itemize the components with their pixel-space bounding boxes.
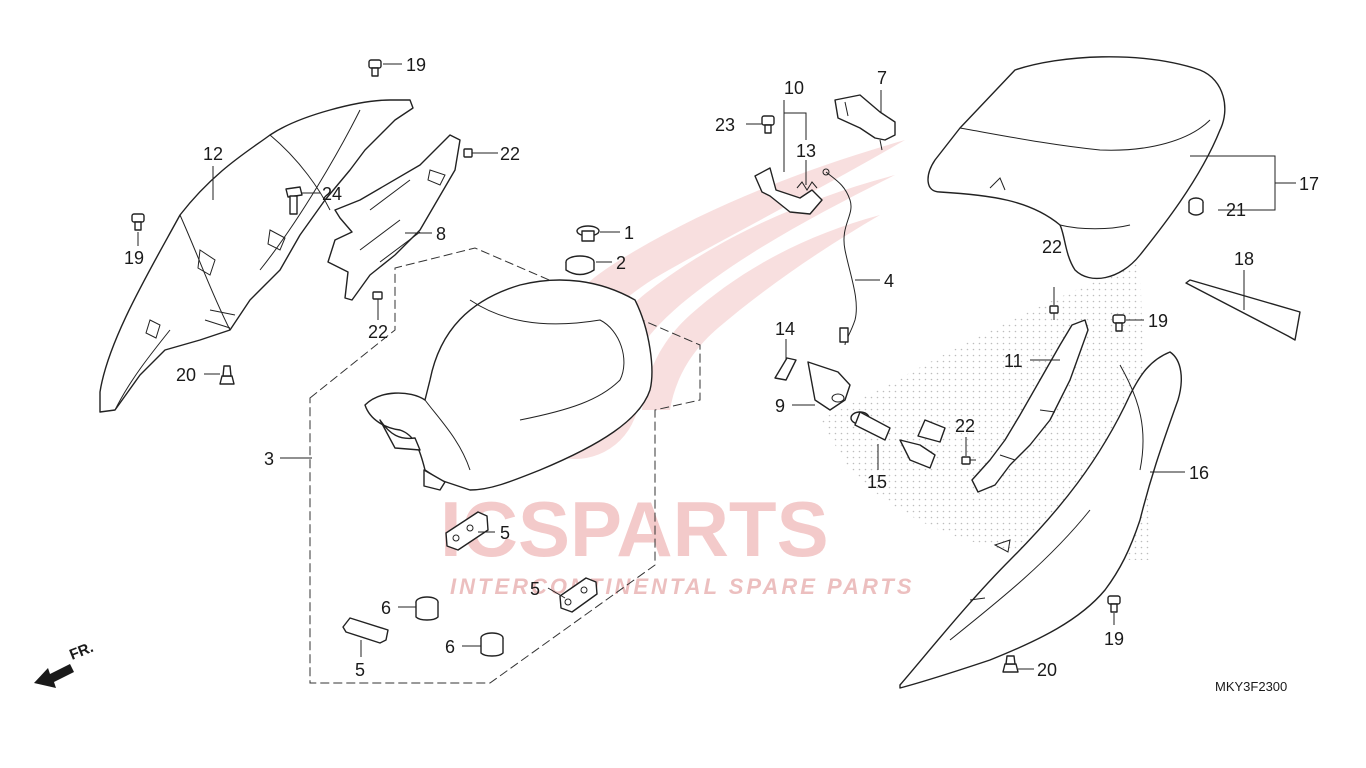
part-9-plate[interactable]	[807, 361, 851, 411]
callout-16: 16	[1189, 463, 1209, 483]
callout-4: 4	[884, 271, 894, 291]
callout-5: 5	[355, 660, 365, 680]
part-6-cushion-a[interactable]	[415, 596, 439, 621]
part-5-rubber-c[interactable]	[342, 617, 389, 644]
callout-6: 6	[381, 598, 391, 618]
callout-9: 9	[775, 396, 785, 416]
part-13-spring[interactable]	[796, 181, 818, 191]
callout-6: 6	[445, 637, 455, 657]
part-10-seat-lock-bracket[interactable]	[754, 167, 823, 215]
callout-7: 7	[877, 68, 887, 88]
callout-19: 19	[1148, 311, 1168, 331]
callout-10: 10	[784, 78, 804, 98]
callout-labels: 19 12 19 22 8 22 20 24 1 2 3 5 5 6 6 5 1…	[124, 55, 1319, 680]
callout-19: 19	[124, 248, 144, 268]
callout-19: 19	[406, 55, 426, 75]
callout-22: 22	[955, 416, 975, 436]
part-17-pillion-seat[interactable]	[927, 56, 1226, 280]
part-19-bolt-left[interactable]	[131, 213, 145, 231]
callout-8: 8	[436, 224, 446, 244]
part-24-bolt[interactable]	[285, 186, 303, 215]
part-21-cushion[interactable]	[1188, 197, 1204, 216]
callout-1: 1	[624, 223, 634, 243]
callout-19: 19	[1104, 629, 1124, 649]
callout-5: 5	[500, 523, 510, 543]
part-16-side-cover-right[interactable]	[899, 351, 1182, 689]
watermark-brand: ICSPARTS	[440, 485, 829, 573]
part-22-screw-right-top[interactable]	[1049, 305, 1059, 320]
part-20-clip-left[interactable]	[219, 365, 235, 385]
callout-22: 22	[1042, 237, 1062, 257]
front-arrow-label: FR.	[67, 639, 96, 664]
callout-11: 11	[1004, 351, 1023, 371]
part-19-bolt-right-bottom[interactable]	[1107, 595, 1121, 613]
part-22-screw-mid[interactable]	[372, 291, 383, 306]
callout-13: 13	[796, 141, 816, 161]
part-8-side-bracket[interactable]	[327, 134, 461, 301]
front-direction-arrow: FR.	[34, 639, 96, 688]
callout-15: 15	[867, 472, 887, 492]
part-3-rider-seat[interactable]	[364, 279, 653, 491]
part-5-rubber-a[interactable]	[445, 511, 489, 551]
part-18-stay-band[interactable]	[1185, 279, 1301, 341]
part-6-cushion-b[interactable]	[480, 632, 504, 657]
part-7-lock-latch[interactable]	[834, 94, 896, 151]
part-12-side-cover-left[interactable]	[99, 99, 414, 413]
callout-21: 21	[1226, 200, 1246, 220]
callout-23: 23	[715, 115, 735, 135]
part-14-clip[interactable]	[774, 357, 797, 381]
callout-3: 3	[264, 449, 274, 469]
part-20-clip-right[interactable]	[1002, 655, 1019, 673]
callout-18: 18	[1234, 249, 1254, 269]
part-15-key-cylinder[interactable]	[850, 411, 946, 469]
leader-lines	[137, 63, 1296, 670]
part-23-bolt[interactable]	[761, 115, 775, 134]
part-19-bolt-top[interactable]	[368, 59, 382, 77]
callout-24: 24	[322, 184, 342, 204]
callout-12: 12	[203, 144, 223, 164]
diagram-code: MKY3F2300	[1215, 679, 1287, 694]
callout-22: 22	[368, 322, 388, 342]
watermark-tagline: INTERCONTINENTAL SPARE PARTS	[450, 574, 915, 599]
callout-22: 22	[500, 144, 520, 164]
part-22-screw-top[interactable]	[463, 148, 480, 158]
part-1-collar[interactable]	[576, 225, 600, 242]
callout-5: 5	[530, 579, 540, 599]
callout-20: 20	[176, 365, 196, 385]
callout-17: 17	[1299, 174, 1319, 194]
callout-2: 2	[616, 253, 626, 273]
part-5-rubber-b[interactable]	[559, 577, 598, 613]
callout-20: 20	[1037, 660, 1057, 680]
part-4-seat-lock-cable[interactable]	[822, 168, 857, 346]
part-3-assembly-outline	[309, 247, 701, 684]
part-2-grommet[interactable]	[565, 255, 595, 276]
part-22-screw-right-mid[interactable]	[961, 456, 976, 465]
callout-14: 14	[775, 319, 795, 339]
part-11-rear-bracket[interactable]	[971, 319, 1089, 493]
part-19-bolt-right-top[interactable]	[1112, 314, 1126, 332]
